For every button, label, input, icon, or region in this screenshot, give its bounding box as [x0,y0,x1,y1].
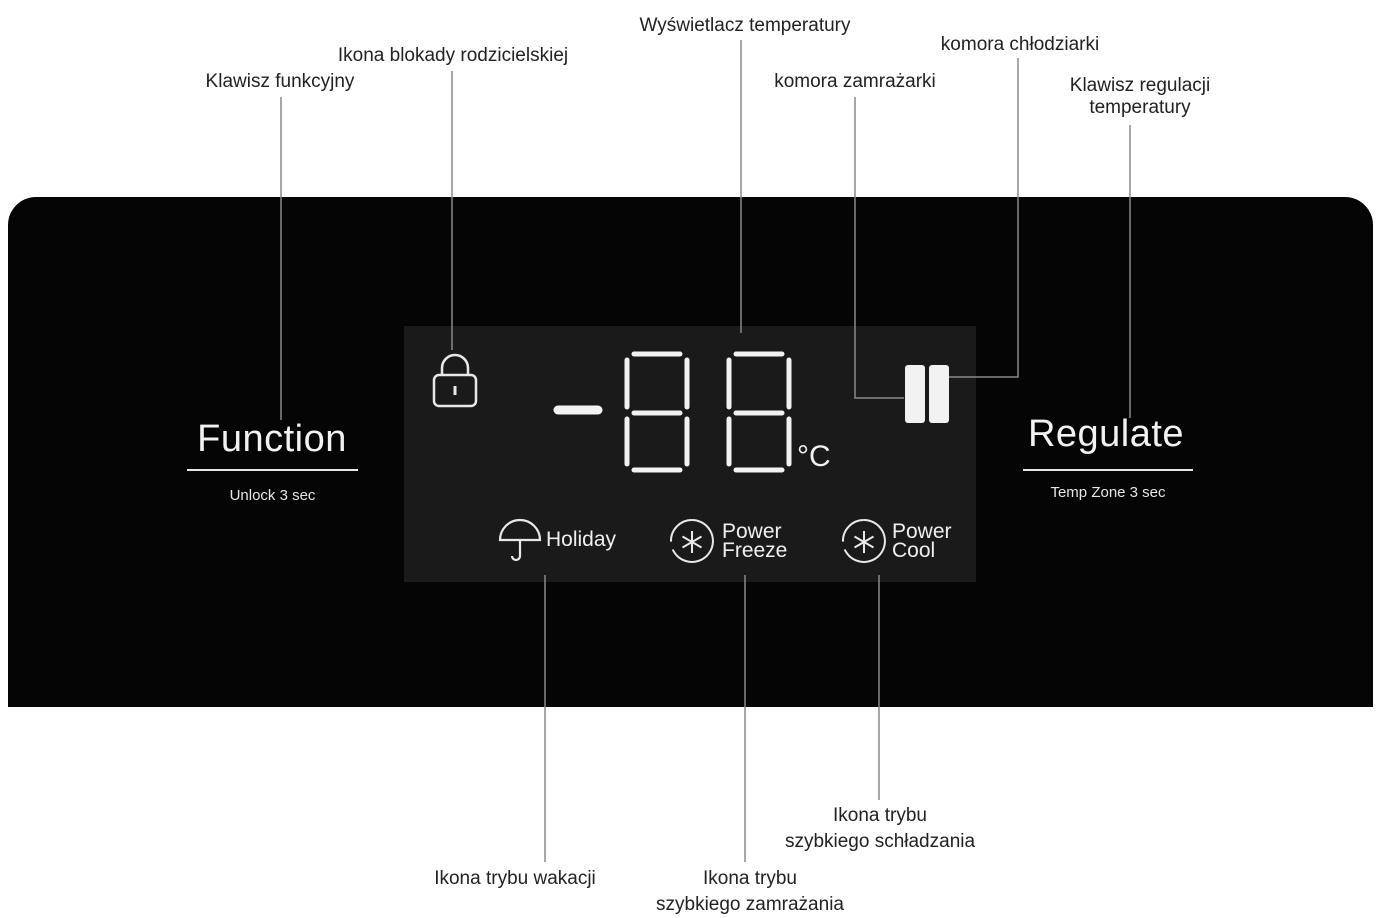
regulate-button-label[interactable]: Regulate [1027,413,1185,455]
power-cool-label: Power Cool [892,520,952,562]
callout-power-freeze-icon: Ikona trybu szybkiego zamrażania [630,868,870,916]
power-freeze-label-line-1: Power [722,520,782,543]
temperature-readout [553,351,792,473]
callout-regulate-key-line-1: Klawisz regulacji [1069,75,1211,96]
snowflake-icon [669,519,714,563]
function-button-label[interactable]: Function [197,418,347,460]
padlock-icon [432,353,478,408]
function-button-underline [187,469,358,471]
leader-lines [280,40,1131,862]
regulate-button-underline [1023,469,1193,471]
callout-fridge-zone: komora chłodziarki [940,34,1100,55]
regulate-button-hint: Temp Zone 3 sec [1050,484,1166,501]
holiday-label-text: Holiday [546,528,617,551]
digit-8-second [726,351,792,473]
power-cool-label-line-1: Power [892,520,952,543]
callout-power-cool-line-2: szybkiego schładzania [784,831,976,852]
callout-power-cool-icon: Ikona trybu szybkiego schładzania [760,805,1000,853]
power-freeze-label: Power Freeze [722,520,788,562]
callout-regulate-key-line-2: temperatury [1089,97,1191,118]
asterisk-icon [841,519,886,563]
fridge-zone-icon [905,365,949,423]
umbrella-icon [498,518,542,562]
power-cool-label-line-2: Cool [892,539,936,562]
callout-freezer-zone: komora zamrażarki [774,71,936,92]
callout-power-cool-line-1: Ikona trybu [833,805,927,826]
callout-function-key: Klawisz funkcyjny [205,71,355,92]
callout-display: Wyświetlacz temperatury [639,15,851,36]
digit-8-first [624,351,690,473]
leader-freezer [854,97,904,399]
callout-power-freeze-line-2: szybkiego zamrażania [656,894,844,915]
leader-fridge [949,58,1019,378]
callout-power-freeze-line-1: Ikona trybu [703,868,797,889]
function-button-hint: Unlock 3 sec [229,487,316,504]
holiday-label: Holiday [546,528,617,551]
power-freeze-label-line-2: Freeze [722,539,788,562]
callout-regulate-key: Klawisz regulacji temperatury [1040,75,1240,119]
temperature-unit: °C [797,440,831,473]
callout-holiday-icon: Ikona trybu wakacji [434,868,596,889]
callout-parental-lock: Ikona blokady rodzicielskiej [337,45,569,66]
